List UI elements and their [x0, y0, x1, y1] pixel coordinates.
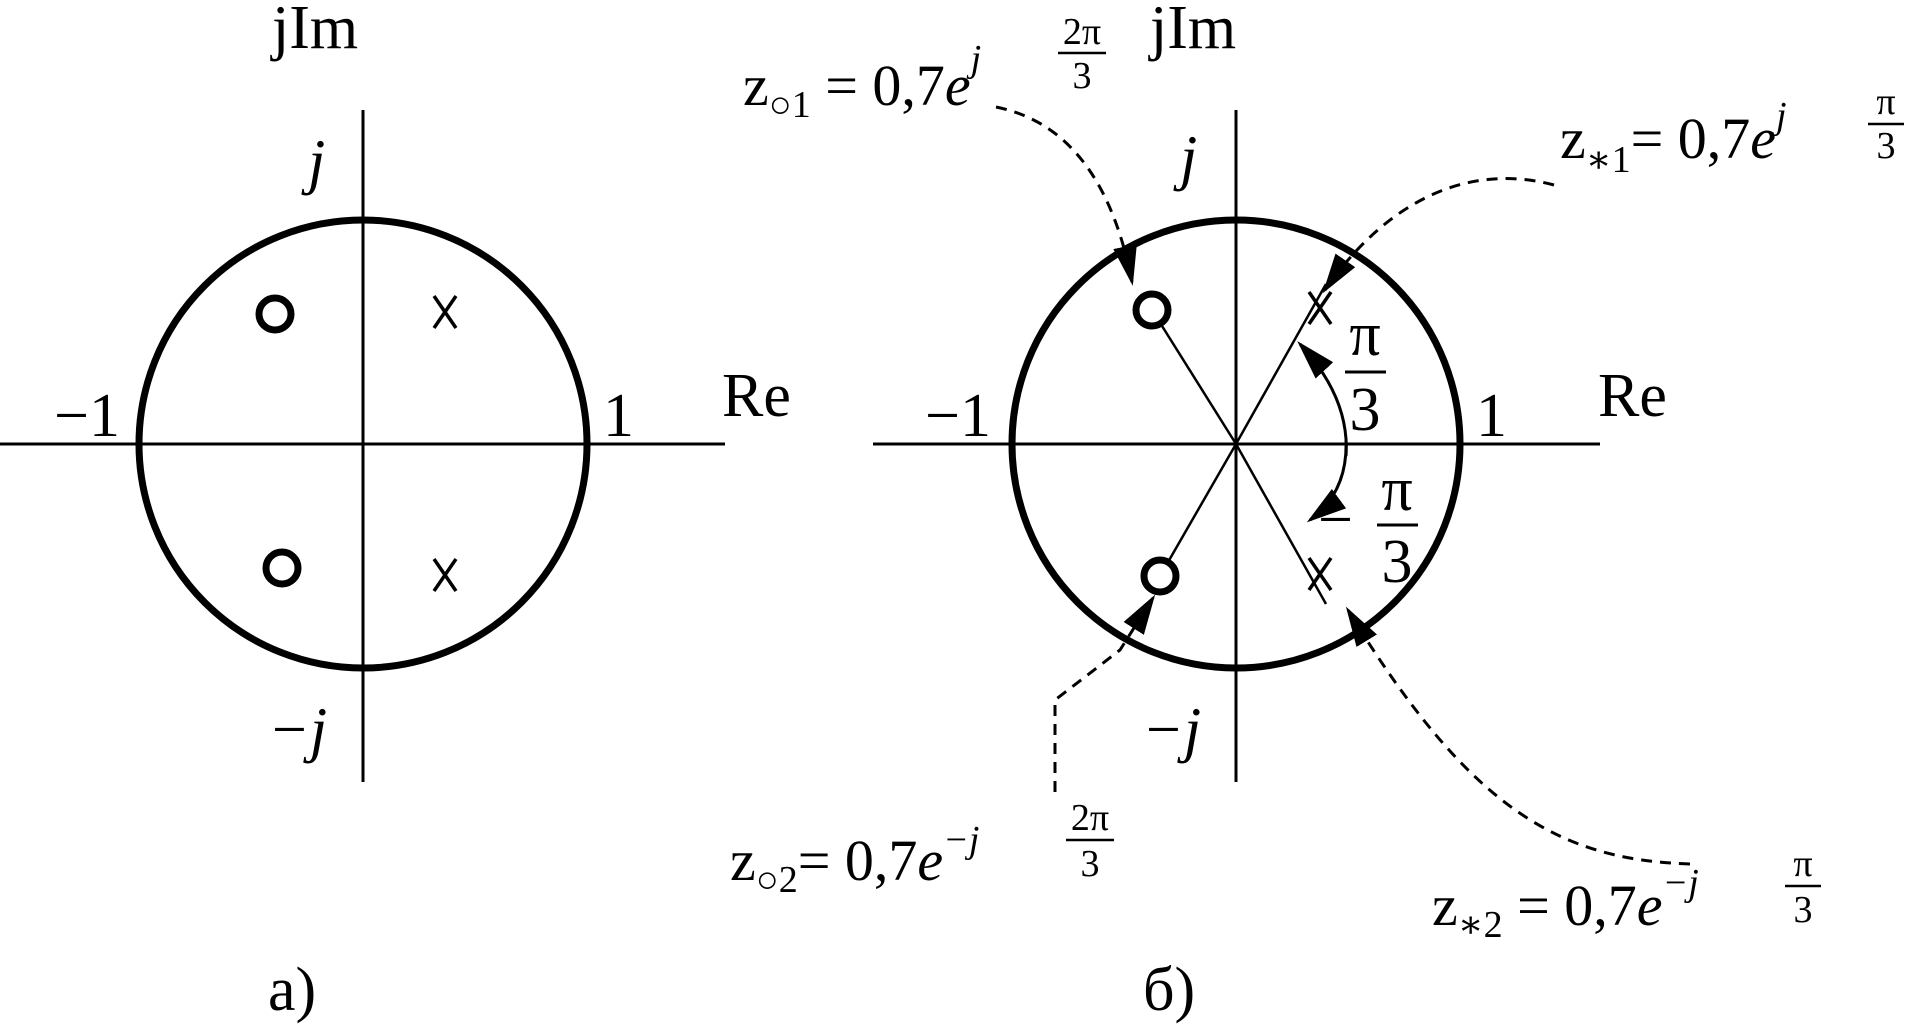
zero-marker-2: [262, 548, 302, 588]
z-s1-exp-num: π: [1876, 81, 1895, 123]
annotation-z-o2: z○2= 0,7e−j 2π 3: [730, 797, 1114, 901]
angle-pos-num: π: [1349, 301, 1380, 369]
panel-a: jIm Re j −j 1 −1 а): [0, 0, 791, 1024]
tick-one: 1: [603, 382, 634, 450]
axis-im-label: jIm: [1148, 0, 1236, 62]
angle-arc-arrow-bottom: [1306, 439, 1348, 523]
axis-re-label: Re: [1598, 362, 1667, 430]
radial-line-zero-1: [1150, 309, 1238, 445]
panel-b: jIm Re j −j 1 −1 б) π 3 − π 3 z○1 = 0,7e…: [730, 0, 1904, 1024]
angle-pos-den: 3: [1350, 376, 1381, 444]
radial-line-pole-2: [1234, 443, 1328, 605]
axis-im-label: jIm: [270, 0, 358, 62]
zero-marker-1: [255, 294, 295, 334]
z-s2-expression: z∗2 = 0,7e−j: [1432, 862, 1699, 946]
angle-neg-sign: −: [1318, 486, 1353, 554]
angle-neg-num: π: [1381, 456, 1412, 524]
caption-a: а): [268, 956, 316, 1024]
angle-neg-den: 3: [1382, 528, 1413, 596]
z-o1-expression: z○1 = 0,7ej: [743, 38, 981, 126]
unit-circle: [135, 216, 591, 672]
pole-marker-2: [1307, 557, 1333, 591]
z-o1-exp-num: 2π: [1063, 11, 1101, 53]
z-s2-exp-den: 3: [1794, 889, 1813, 931]
annotation-z-o1: z○1 = 0,7ej 2π 3: [743, 11, 1106, 126]
tick-minus-one: −1: [54, 382, 120, 450]
pole-marker-2: [432, 558, 458, 592]
angle-label-negative: − π 3: [1318, 456, 1418, 596]
tick-minus-j: −j: [268, 696, 327, 764]
unit-circle: [1008, 216, 1464, 672]
annotation-z-s2: z∗2 = 0,7e−j π 3: [1432, 843, 1821, 946]
leader-z-o1: [995, 105, 1137, 286]
angle-label-positive: π 3: [1345, 301, 1386, 444]
leader-z-s1: [1322, 177, 1555, 294]
tick-j: j: [301, 128, 325, 196]
z-o1-exp-den: 3: [1073, 55, 1092, 97]
zero-marker-2: [1140, 556, 1180, 596]
zero-marker-1: [1132, 290, 1172, 330]
caption-b: б): [1143, 956, 1195, 1024]
z-o2-exp-den: 3: [1081, 843, 1100, 885]
pole-marker-1: [432, 295, 458, 329]
z-s1-expression: z∗1= 0,7ej: [1560, 95, 1787, 181]
tick-j: j: [1173, 124, 1197, 192]
z-s2-exp-num: π: [1793, 843, 1812, 885]
z-o2-expression: z○2= 0,7e−j: [730, 819, 979, 901]
tick-minus-j: −j: [1142, 696, 1201, 764]
axis-re-label: Re: [722, 362, 791, 430]
radial-line-zero-2: [1158, 443, 1238, 577]
angle-arc-arrow-top: [1297, 341, 1348, 457]
z-o2-exp-num: 2π: [1071, 797, 1109, 839]
radial-line-pole-1: [1234, 283, 1328, 445]
z-s1-exp-den: 3: [1877, 125, 1896, 167]
annotation-z-s1: z∗1= 0,7ej π 3: [1560, 81, 1904, 181]
leader-z-s2: [1345, 606, 1691, 866]
leader-z-o2: [1053, 594, 1156, 792]
pole-marker-1: [1307, 291, 1333, 325]
tick-minus-one: −1: [925, 382, 991, 450]
tick-one: 1: [1476, 382, 1507, 450]
